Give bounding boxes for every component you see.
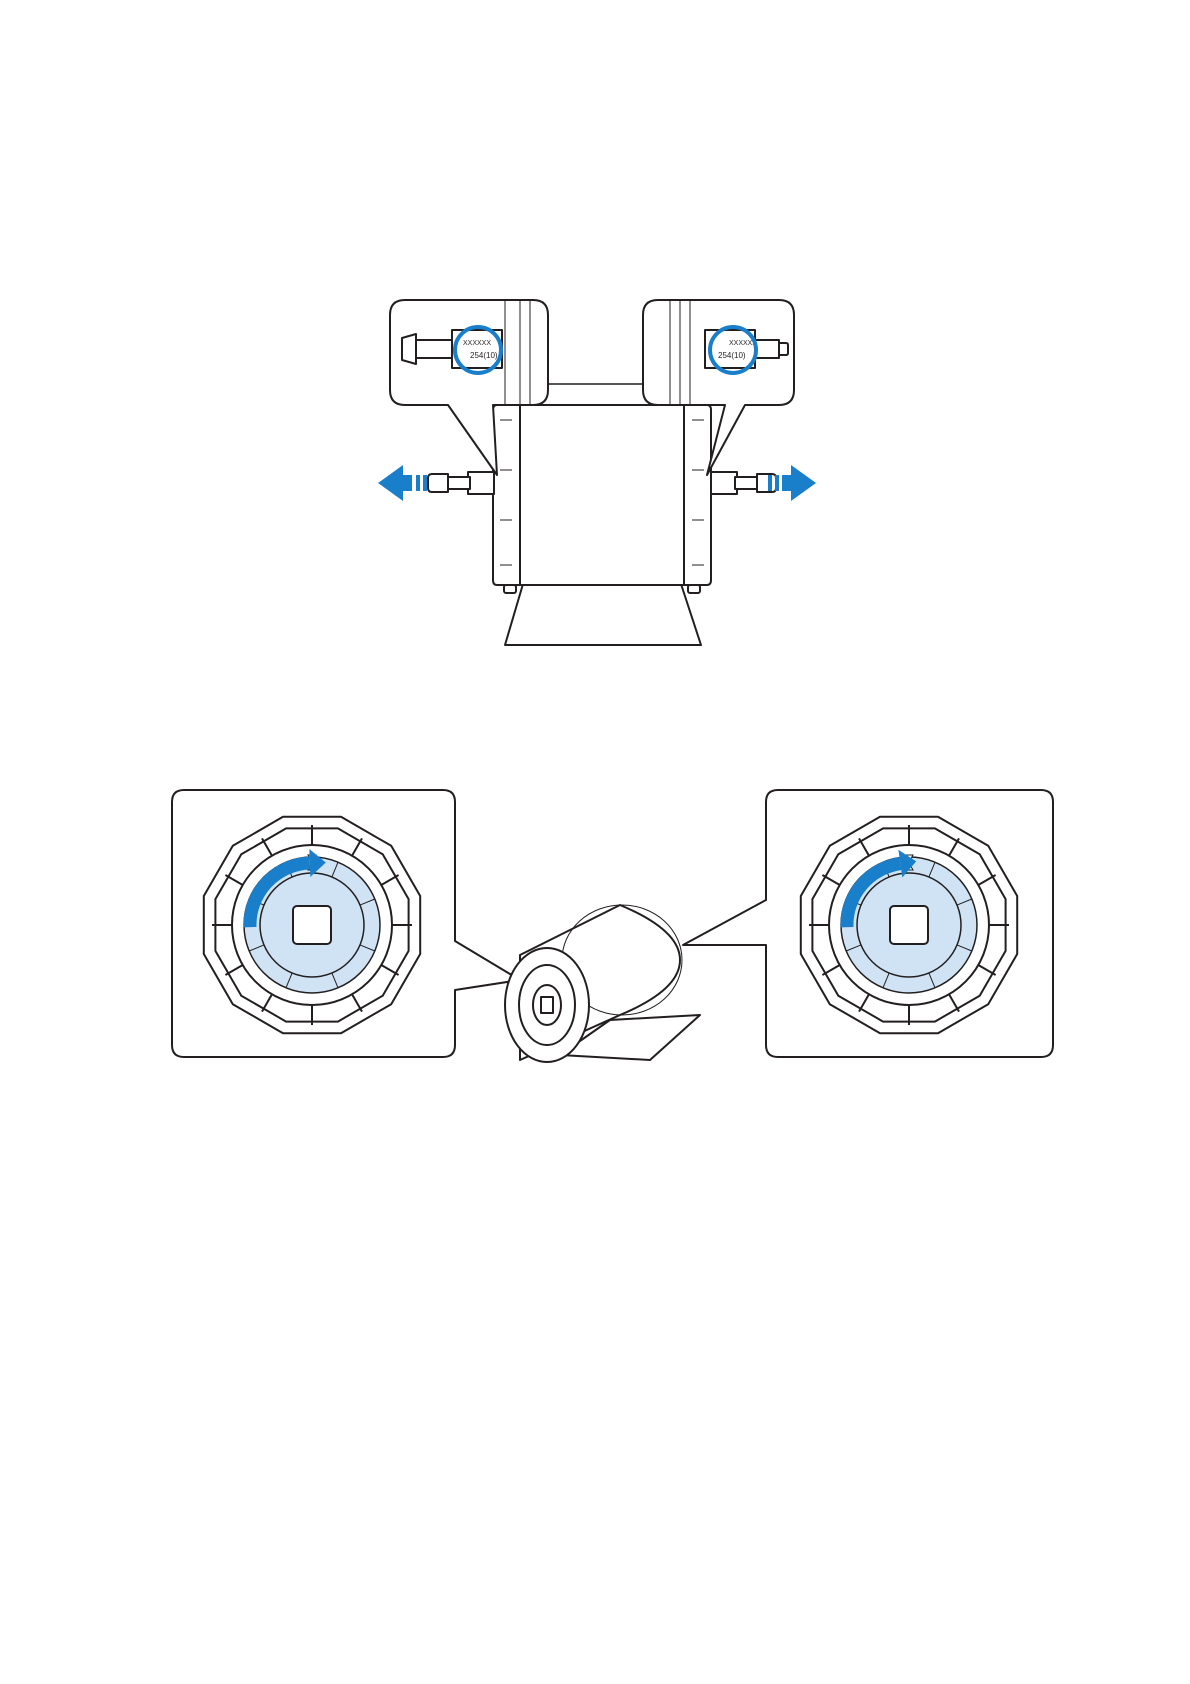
right-spindle xyxy=(711,472,776,494)
figure-roll-adapters: XXXXXX 254(10) XXXXXX 254(10) xyxy=(378,300,816,645)
left-spindle xyxy=(428,472,494,494)
roll-body xyxy=(512,405,692,585)
small-roll xyxy=(505,905,700,1062)
arrow-left-icon xyxy=(378,465,427,501)
right-callout-code-line2: 254(10) xyxy=(718,351,746,360)
dial-square-hole xyxy=(890,906,928,944)
left-callout-code-line1: XXXXXX xyxy=(463,340,491,347)
paper-sheet xyxy=(505,584,701,645)
right-adapter-dial xyxy=(801,817,1017,1033)
left-callout-code-line2: 254(10) xyxy=(470,351,498,360)
arrow-right-icon xyxy=(768,465,816,501)
right-roll-adapter xyxy=(684,405,711,593)
left-roll-adapter xyxy=(493,405,520,593)
left-adapter-dial xyxy=(204,817,420,1033)
dial-square-hole xyxy=(293,906,331,944)
